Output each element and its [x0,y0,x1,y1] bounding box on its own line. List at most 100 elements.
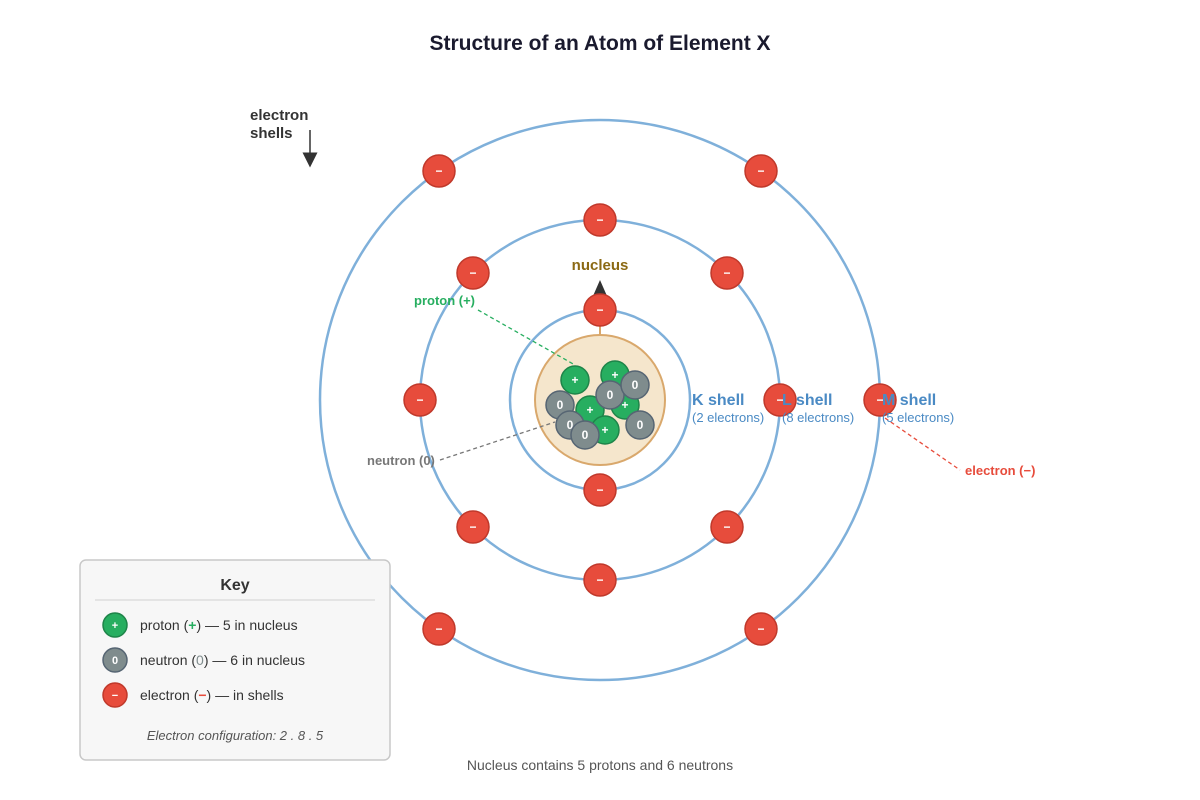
neutron-5: 0 [570,420,600,450]
neutron-3-body [620,370,650,400]
electron-shells-label-line1: electron [250,107,308,124]
shell-k-count: (2 electrons) [692,410,764,425]
electron-l-6: − [456,510,490,544]
proton-2-symbol: + [611,368,618,382]
electron-l-3-symbol: − [776,393,783,407]
key-electron-prefix: electron ( [140,687,199,703]
electron-l-6-symbol: − [469,520,476,534]
electron-k-2-symbol: − [596,483,603,497]
electron-l-3-body [763,383,797,417]
shell-m-count: (5 electrons) [882,410,954,425]
electron-l-8: − [456,256,490,290]
key-item-electron: − electron (−) — in shells [102,682,284,708]
proton-1-symbol: + [571,373,578,387]
electron-l-5-symbol: − [596,573,603,587]
electron-l-7-symbol: − [416,393,423,407]
electron-m-2-symbol: − [757,164,764,178]
electron-l-4-body [710,510,744,544]
electron-l-4-symbol: − [723,520,730,534]
neutron-5-symbol: 0 [582,428,589,442]
electron-l-5-body [583,563,617,597]
electron-k-1: − [583,293,617,327]
key-neutron-symbol: 0 [112,655,118,667]
key-proton-swatch [102,612,128,638]
neutron-6: 0 [625,410,655,440]
key-title: Key [220,577,249,594]
key-item-proton: + proton (+) — 5 in nucleus [102,612,298,638]
key-proton-sym: + [188,617,196,633]
key-neutron-suffix: ) — 6 in nucleus [204,652,305,668]
electron-l-3: − [763,383,797,417]
electron-shells-label-line2: shells [250,125,293,142]
electron-l-1: − [583,203,617,237]
key-proton-suffix: ) — 5 in nucleus [196,617,297,633]
shell-k-name: K shell [692,392,744,409]
electron-l-7-body [403,383,437,417]
key-electron-symbol: − [112,690,118,702]
electron-annotation: electron (−) [965,463,1035,478]
key-proton-text: proton (+) — 5 in nucleus [140,617,298,633]
electrons: − − − − − − − − − − − − − − − [403,154,897,646]
nucleus-pointer-arrow [593,280,607,296]
electron-m-3-body [863,383,897,417]
neutron-3-symbol: 0 [632,378,639,392]
key-neutron-sym: 0 [196,652,204,668]
neutron-5-body [570,420,600,450]
shell-m-name: M shell [882,392,936,409]
electron-m-2: − [744,154,778,188]
electron-l-7: − [403,383,437,417]
neutron-2-symbol: 0 [607,388,614,402]
electron-l-2-body [710,256,744,290]
neutron-6-symbol: 0 [637,418,644,432]
electron-l-8-body [456,256,490,290]
electron-m-4-body [744,612,778,646]
electron-m-1-body [422,154,456,188]
shell-l-name: L shell [782,392,832,409]
neutron-6-body [625,410,655,440]
proton-5-symbol: + [601,423,608,437]
electron-k-2: − [583,473,617,507]
electron-l-5: − [583,563,617,597]
electron-m-3-symbol: − [876,393,883,407]
electron-k-1-body [583,293,617,327]
neutron-4-symbol: 0 [567,418,574,432]
proton-1-body [560,365,590,395]
key-electron-text: electron (−) — in shells [140,687,284,703]
key-neutron-text: neutron (0) — 6 in nucleus [140,652,305,668]
neutron-leader-line [439,421,556,461]
key-box: Key + proton (+) — 5 in nucleus 0 neutro… [79,559,391,761]
key-proton-symbol: + [112,620,118,632]
electron-l-1-body [583,203,617,237]
electron-m-4-symbol: − [757,622,764,636]
neutron-2: 0 [595,380,625,410]
electron-m-2-body [744,154,778,188]
electron-m-1-symbol: − [435,164,442,178]
electron-l-2-symbol: − [723,266,730,280]
neutron-1-symbol: 0 [557,398,564,412]
proton-1: + [560,365,590,395]
electron-l-8-symbol: − [469,266,476,280]
proton-4-symbol: + [621,398,628,412]
electron-k-1-symbol: − [596,303,603,317]
neutron-2-body [595,380,625,410]
electron-l-4: − [710,510,744,544]
electron-m-4: − [744,612,778,646]
nucleus-label: nucleus [572,257,629,274]
key-item-neutron: 0 neutron (0) — 6 in nucleus [102,647,305,673]
proton-annotation: proton (+) [414,293,475,308]
electron-shells-label: electron shells [250,107,313,142]
key-electron-configuration: Electron configuration: 2 . 8 . 5 [147,728,324,743]
electron-m-5-symbol: − [435,622,442,636]
neutron-annotation: neutron (0) [367,453,435,468]
electron-m-1: − [422,154,456,188]
electron-m-5-body [422,612,456,646]
neutron-3: 0 [620,370,650,400]
diagram-title: Structure of an Atom of Element X [429,32,770,55]
electron-k-2-body [583,473,617,507]
key-background [79,559,391,761]
proton-3-symbol: + [586,403,593,417]
electron-leader-line [884,417,961,471]
key-electron-sym: − [198,687,206,703]
